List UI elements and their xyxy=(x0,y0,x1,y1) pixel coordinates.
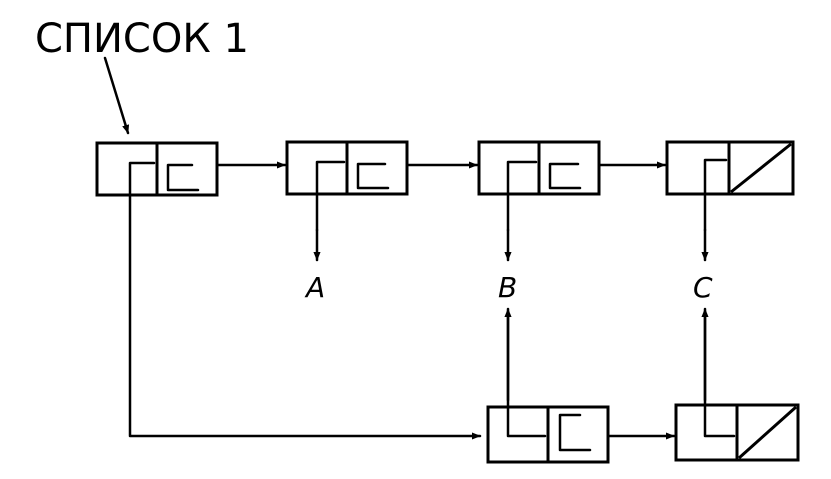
title-pointer-arrow xyxy=(103,56,130,135)
sublist-pointer xyxy=(128,193,482,440)
sublist-cell-1 xyxy=(486,310,610,464)
sublist-cell-2 xyxy=(674,310,800,462)
atom-a: A xyxy=(304,271,325,304)
list-title: СПИСОК 1 xyxy=(35,16,249,62)
cons-cell-3 xyxy=(477,140,601,232)
atom-c: C xyxy=(693,271,713,304)
cons-cell-4 xyxy=(665,140,795,232)
atom-b: B xyxy=(498,271,517,304)
cons-cell-2 xyxy=(285,140,409,232)
cons-cell-1 xyxy=(95,141,219,197)
